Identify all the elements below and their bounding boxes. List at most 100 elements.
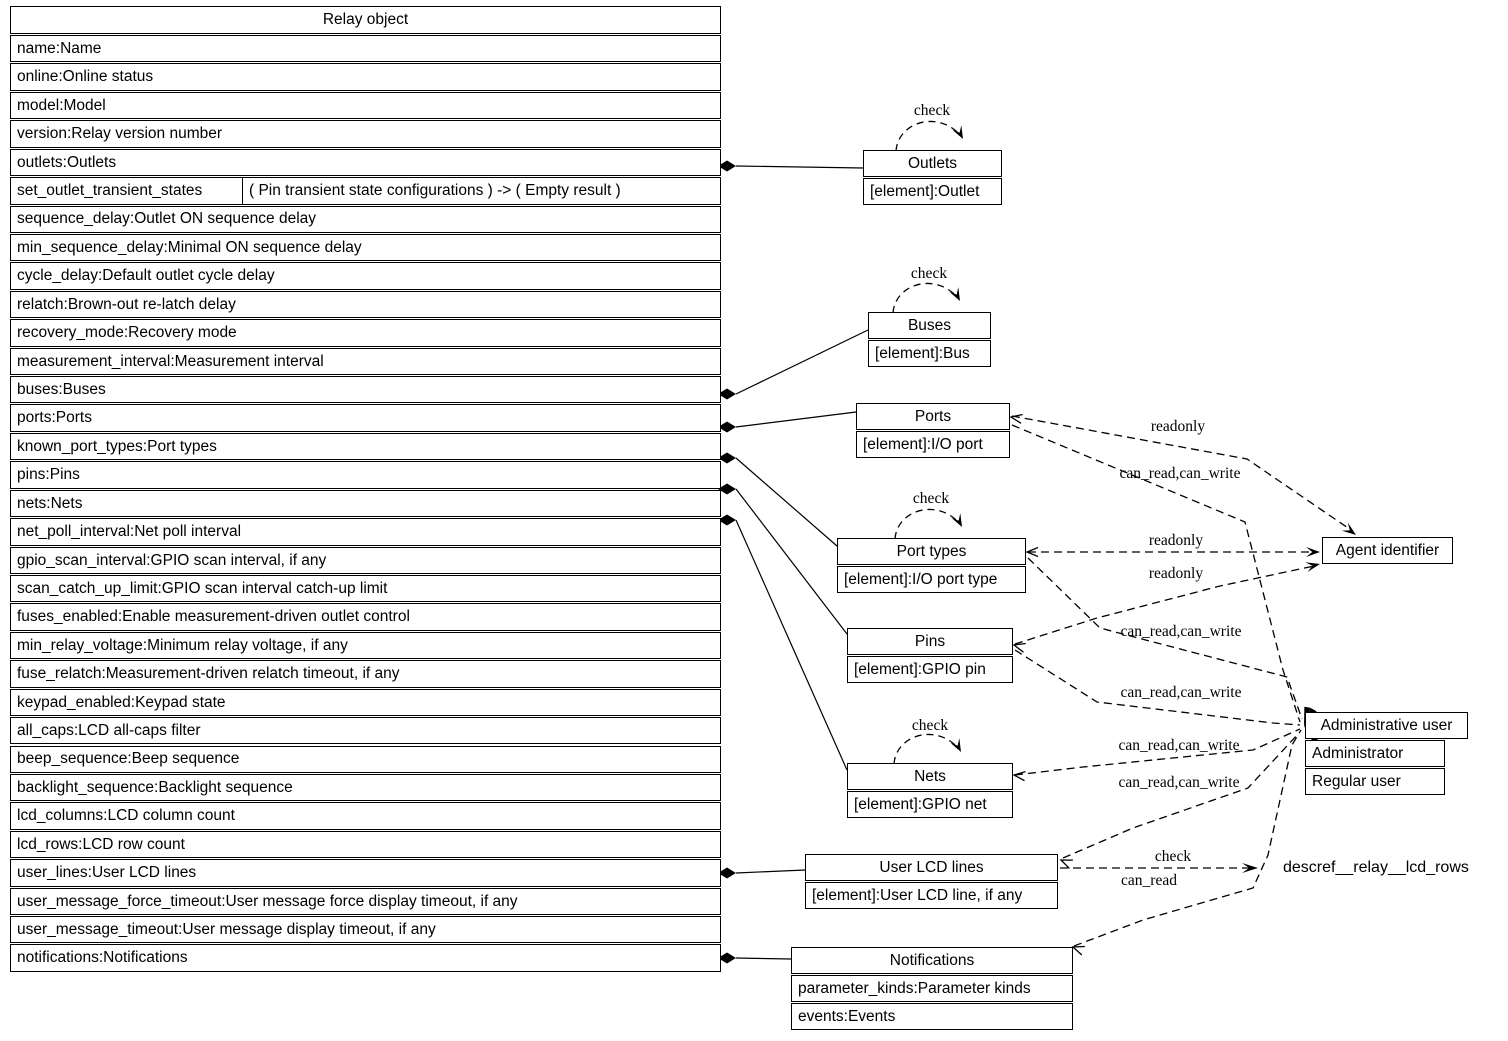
composition-diamond [718,867,736,879]
relay-attribute-row: notifications:Notifications [10,944,721,972]
composition-diamond [718,514,736,526]
relay-attribute-row: recovery_mode:Recovery mode [10,319,721,347]
entity-notifications-title: Notifications [791,947,1073,974]
edge-buses-check [892,282,958,314]
composition-line [735,457,838,547]
entity-user-lcd-lines-title: User LCD lines [805,854,1058,881]
edge-outlets-check [895,120,961,152]
composition-diamond [718,421,736,433]
entity-outlets-title: Outlets [863,150,1002,177]
relay-attribute-row: known_port_types:Port types [10,432,721,461]
relay-attribute-row: measurement_interval:Measurement interva… [10,347,721,376]
entity-admin-user-title: Administrative user [1305,712,1468,739]
relay-operation-name: set_outlet_transient_states [10,177,243,205]
relay-attribute-row: user_message_timeout:User message displa… [10,916,721,944]
entity-buses-row: [element]:Bus [868,340,991,367]
edge-label-user-lines-admin: can_read,can_write [1118,774,1240,791]
entity-admin-user-row: Administrator [1305,740,1445,767]
arrowhead [1305,562,1320,573]
composition-diamond [718,952,736,964]
entity-pins-row: [element]:GPIO pin [847,656,1013,683]
entity-agent-identifier-title: Agent identifier [1322,537,1453,564]
relay-attribute-row: name:Name [10,35,721,63]
arrowhead [949,287,960,301]
entity-nets-row: [element]:GPIO net [847,791,1013,818]
arrowhead-open [1012,771,1026,782]
relay-attribute-row: pins:Pins [10,461,721,489]
entity-notifications-row: parameter_kinds:Parameter kinds [791,975,1073,1002]
arrowhead [1242,863,1258,873]
relay-attribute-row: buses:Buses [10,376,721,404]
relay-attribute-row: lcd_rows:LCD row count [10,830,721,859]
edge-label-buses-check: check [910,265,948,282]
composition-line [735,869,806,874]
entity-buses-title: Buses [868,312,991,339]
edge-label-port-types-check: check [912,490,950,507]
composition-diamond [718,452,736,464]
relay-attribute-row: nets:Nets [10,489,721,518]
relay-attribute-row: version:Relay version number [10,120,721,148]
edge-label-pins-agent: readonly [1148,565,1204,582]
relay-attribute-row: ports:Ports [10,404,721,432]
edge-nets-admin [1014,728,1301,776]
arrowhead-open [1025,546,1039,558]
relay-operation-signature: ( Pin transient state configurations ) -… [242,177,721,205]
relay-attribute-row: user_message_force_timeout:User message … [10,887,721,915]
entity-outlets-row: [element]:Outlet [863,178,1002,205]
edge-label-pins-admin: can_read,can_write [1120,684,1242,701]
relay-attribute-row: lcd_columns:LCD column count [10,802,721,830]
relay-attribute-row: gpio_scan_interval:GPIO scan interval, i… [10,546,721,574]
arrowhead [1341,522,1356,535]
edge-user-lines-admin [1062,732,1300,859]
edge-label-port-types-agent: readonly [1148,532,1204,549]
composition-diamond [718,483,736,495]
edge-nets-check [893,733,959,765]
relay-attribute-row: fuses_enabled:Enable measurement-driven … [10,603,721,631]
arrowhead [952,125,963,139]
relay-attribute-row: scan_catch_up_limit:GPIO scan interval c… [10,574,721,603]
edge-label-user-lines-descref: check [1154,848,1192,865]
edge-label-ports-admin: can_read,can_write [1119,465,1241,482]
composition-line [735,957,792,960]
edge-label-port-types-admin: can_read,can_write [1120,623,1242,640]
edge-label-notifications-admin: can_read [1121,872,1177,889]
relay-attribute-row: cycle_delay:Default outlet cycle delay [10,262,721,290]
relay-attribute-row: net_poll_interval:Net poll interval [10,518,721,546]
edge-label-nets-admin: can_read,can_write [1118,737,1240,754]
relay-attribute-row: online:Online status [10,63,721,91]
relay-attribute-row: all_caps:LCD all-caps filter [10,717,721,745]
arrowhead-open [1059,859,1073,869]
entity-user-lcd-lines-row: [element]:User LCD line, if any [805,882,1058,909]
composition-diamond [718,160,736,172]
descref-relay-lcd-rows-label: descref__relay__lcd_rows [1283,859,1469,876]
entity-notifications-row: events:Events [791,1003,1073,1030]
entity-nets-title: Nets [847,763,1013,790]
edge-ports-admin [1011,424,1301,723]
edge-notifications-admin [1073,729,1302,947]
edge-port-types-admin [1027,557,1303,720]
arrowhead-open [1009,413,1023,424]
entity-pins-title: Pins [847,628,1013,655]
relay-attribute-row: user_lines:User LCD lines [10,859,721,887]
relay-attribute-row: model:Model [10,91,721,120]
edge-pins-admin [1014,649,1301,726]
relay-attribute-row: relatch:Brown-out re-latch delay [10,290,721,319]
arrowhead-open [1012,642,1026,653]
arrowhead [1306,547,1320,557]
arrowhead [951,513,962,527]
edge-pins-agent [1014,565,1315,645]
composition-line [735,411,857,428]
relay-attribute-row: fuse_relatch:Measurement-driven relatch … [10,660,721,688]
composition-line [735,488,848,635]
edge-port-types-check [894,508,960,540]
relay-table-title: Relay object [10,6,721,34]
composition-line [735,165,864,169]
relay-attribute-row: beep_sequence:Beep sequence [10,745,721,773]
composition-diamond [718,388,736,400]
edge-label-outlets-check: check [913,102,951,119]
edge-label-ports-agent: readonly [1150,418,1206,435]
entity-admin-user-row: Regular user [1305,768,1445,795]
edge-label-nets-check: check [911,717,949,734]
edge-ports-agent [1011,415,1352,531]
